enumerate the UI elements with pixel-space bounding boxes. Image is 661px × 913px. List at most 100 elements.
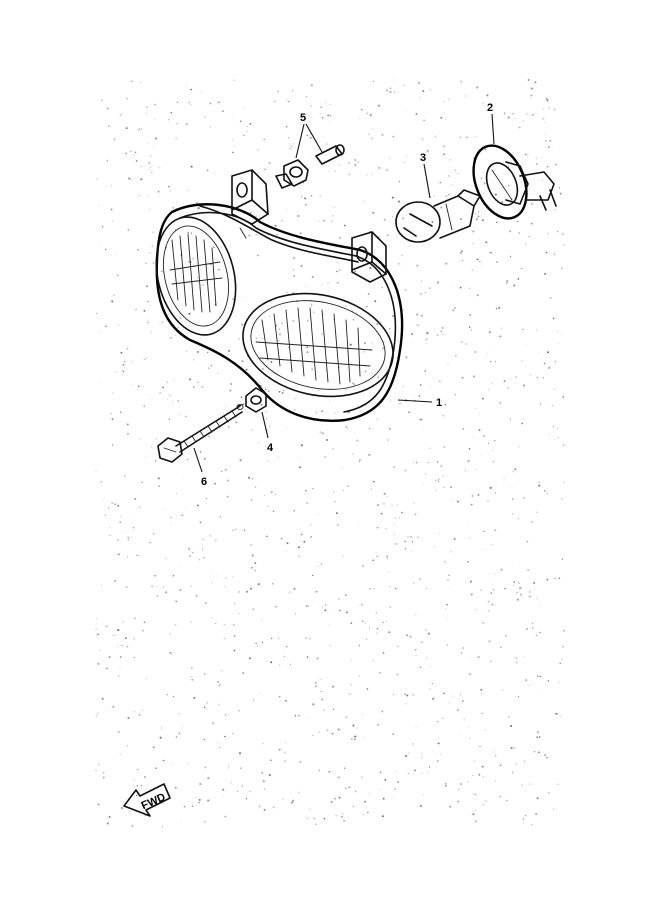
speckle-dot [261,771,264,774]
speckle-dot [421,772,422,774]
speckle-dot [154,767,157,770]
speckle-dot [261,368,264,370]
headlight-assembly[interactable] [145,169,404,422]
speckle-dot [202,539,204,541]
speckle-dot [319,431,322,434]
speckle-dot [532,82,534,84]
speckle-dot [480,589,482,591]
speckle-dot [499,764,502,767]
speckle-dot [205,497,208,500]
speckle-dot [111,502,113,504]
speckle-dot [408,752,410,754]
speckle-dot [189,555,191,557]
speckle-dot [451,183,453,185]
speckle-dot [143,358,145,360]
speckle-dot [411,541,414,543]
speckle-dot [517,278,520,280]
speckle-dot [512,771,514,773]
speckle-dot [330,220,333,222]
speckle-dot [417,536,419,538]
speckle-dot [381,286,384,289]
speckle-dot [522,120,524,122]
adjusting-screw[interactable] [157,405,243,463]
speckle-dot [443,486,445,488]
speckle-dot [152,746,155,749]
speckle-dot [112,705,115,708]
speckle-dot [215,539,217,541]
callout-5: 5 [300,112,306,124]
speckle-dot [227,479,229,482]
speckle-dot [405,109,406,110]
adjuster-nut[interactable] [236,387,267,413]
speckle-dot [121,112,123,114]
speckle-dot [312,311,315,313]
speckle-dot [96,618,98,620]
speckle-dot [175,624,177,626]
speckle-dot [270,361,273,363]
speckle-dot [492,460,495,463]
speckle-dot [366,174,368,176]
headlight-bulb[interactable] [395,189,481,243]
speckle-dot [423,483,424,485]
speckle-dot [127,229,130,231]
speckle-dot [199,91,201,93]
speckle-dot [219,516,222,518]
speckle-dot [452,500,454,501]
speckle-dot [542,377,544,379]
speckle-dot [377,418,379,421]
speckle-dot [476,86,479,89]
speckle-dot [438,478,440,481]
speckle-dot [251,429,253,431]
speckle-dot [337,728,340,731]
speckle-dot [361,776,363,778]
speckle-dot [404,162,406,163]
speckle-dot [105,667,108,670]
speckle-dot [511,486,513,488]
speckle-dot [446,603,448,606]
speckle-dot [205,478,207,480]
speckle-dot [450,551,452,553]
speckle-dot [372,80,375,83]
speckle-dot [167,399,169,400]
speckle-dot [551,146,553,148]
speckle-dot [156,594,159,597]
speckle-dot [155,438,158,440]
speckle-dot [552,426,555,428]
speckle-dot [139,438,141,440]
speckle-dot [361,620,364,623]
speckle-dot [243,529,246,531]
speckle-dot [402,238,404,240]
speckle-dot [450,486,452,488]
speckle-dot [495,261,498,263]
speckle-dot [213,246,215,249]
speckle-dot [339,237,341,239]
position-lamp-socket[interactable] [275,159,309,189]
speckle-dot [197,277,199,279]
speckle-dot [170,523,172,525]
speckle-dot [394,296,396,298]
speckle-dot [449,159,451,161]
position-lamp-bulb[interactable] [315,144,345,165]
speckle-dot [403,84,405,86]
speckle-dot [536,376,539,379]
speckle-dot [356,439,359,442]
speckle-dot [530,97,532,99]
speckle-dot [468,326,471,328]
speckle-dot [393,694,395,696]
speckle-dot [418,395,421,397]
speckle-dot [461,376,464,379]
speckle-dot [519,587,522,590]
speckle-dot [187,763,189,765]
speckle-dot [293,275,295,277]
speckle-dot [122,621,124,623]
speckle-dot [292,269,294,271]
speckle-dot [140,178,143,181]
speckle-dot [561,558,564,560]
speckle-dot [138,555,140,557]
speckle-dot [161,727,162,729]
speckle-dot [272,583,274,585]
speckle-dot [263,138,265,140]
bulb-socket-holder[interactable] [464,138,557,226]
speckle-dot [469,737,470,739]
speckle-dot [555,163,557,166]
